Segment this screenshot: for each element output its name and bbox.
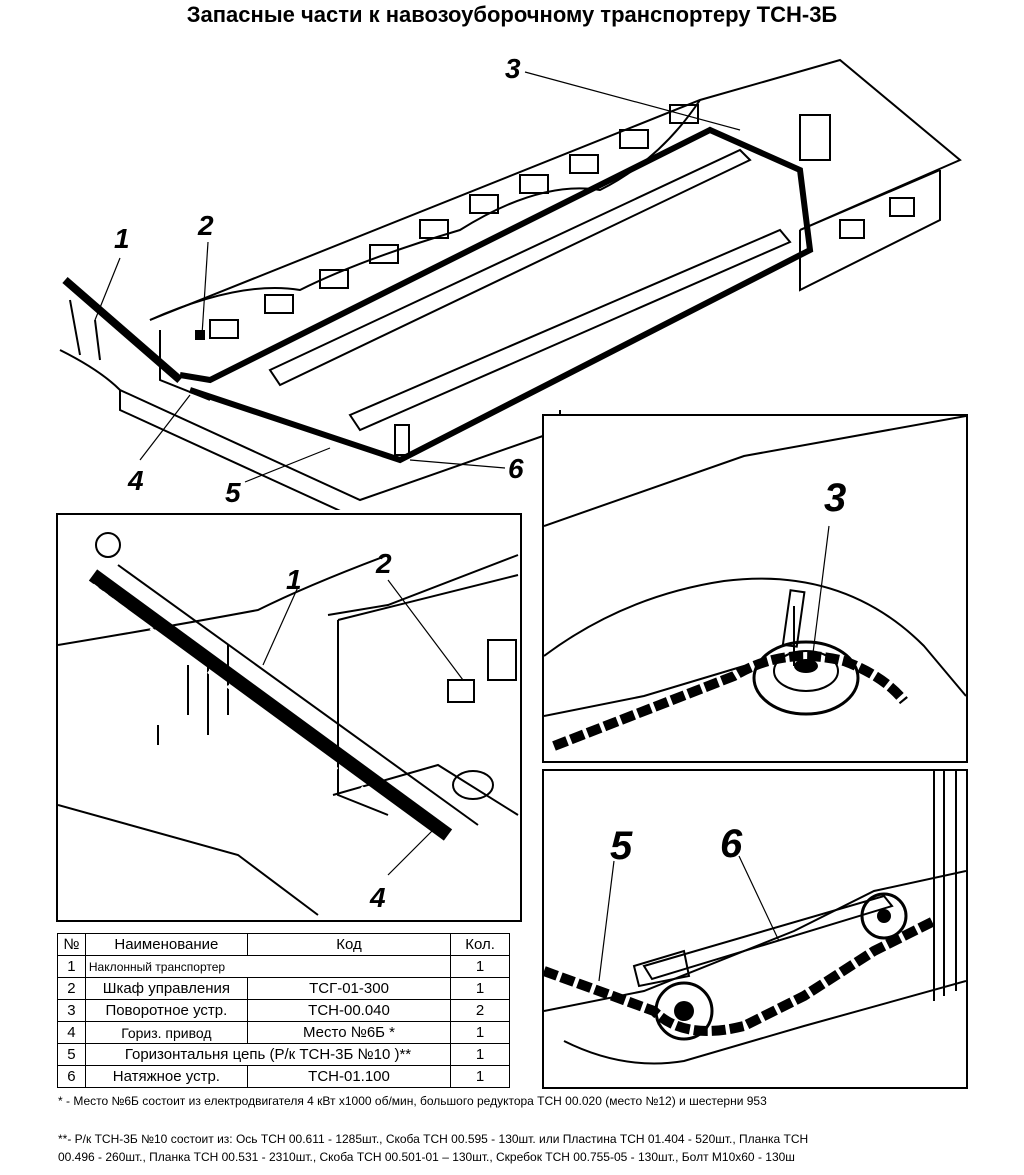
- row-qty: 1: [450, 1021, 510, 1044]
- detail-panel-inclined-conveyor: 1 2 4: [56, 513, 522, 922]
- row-number: 3: [57, 999, 86, 1022]
- callout-5: 5: [225, 477, 241, 508]
- detail-panel-tensioner: 5 6: [542, 769, 968, 1089]
- row-number: 5: [57, 1043, 86, 1066]
- table-row: 4 Гориз. привод Место №6Б * 1: [57, 1021, 510, 1044]
- table-header-row: № Наименование Код Кол.: [57, 933, 510, 956]
- detail-callout-1: 1: [286, 564, 302, 595]
- row-number: 1: [57, 955, 86, 978]
- callout-3: 3: [505, 53, 521, 84]
- footnote-double-star-line1: **- Р/к ТСН-3Б №10 состоит из: Ось ТСН 0…: [58, 1132, 809, 1146]
- tensioner-drawing: 5 6: [544, 771, 966, 1065]
- row-code: ТСН-00.040: [246, 999, 452, 1022]
- footnote-star: * - Место №6Б состоит из електродвигател…: [58, 1094, 767, 1108]
- footnote-double-star-line2: 00.496 - 260шт., Планка ТСН 00.531 - 231…: [58, 1150, 795, 1164]
- table-row: 1 Наклонный транспортер 1: [57, 955, 510, 978]
- row-number: 2: [57, 977, 86, 1000]
- callout-2: 2: [197, 210, 214, 241]
- header-number: №: [57, 933, 86, 956]
- row-qty: 1: [450, 977, 510, 1000]
- detail-panel-turning-device: 3: [542, 414, 968, 763]
- row-name: Наклонный транспортер: [84, 955, 452, 978]
- detail-callout-6: 6: [720, 822, 743, 866]
- detail-callout-2: 2: [375, 548, 392, 579]
- barn-overview-illustration: 1 2 3 4 5 6: [59, 53, 962, 510]
- row-code: ТСГ-01-300: [246, 977, 452, 1000]
- table-row: 2 Шкаф управления ТСГ-01-300 1: [57, 977, 510, 1000]
- row-qty: 1: [450, 955, 510, 978]
- row-qty: 1: [450, 1065, 510, 1088]
- table-row: 5 Горизонтальня цепь (Р/к ТСН-3Б №10 )**…: [57, 1043, 510, 1066]
- turning-device-drawing: 3: [544, 416, 966, 751]
- page-title: Запасные части к навозоуборочному трансп…: [186, 2, 838, 27]
- callout-6: 6: [508, 453, 524, 484]
- detail-callout-3: 3: [824, 476, 846, 520]
- row-name: Гориз. привод: [84, 1021, 248, 1044]
- row-qty: 2: [450, 999, 510, 1022]
- row-name: Натяжное устр.: [84, 1065, 248, 1088]
- row-code: ТСН-01.100: [246, 1065, 452, 1088]
- detail-callout-4: 4: [369, 882, 386, 913]
- callout-4: 4: [127, 465, 144, 496]
- row-code: Место №6Б *: [246, 1021, 452, 1044]
- inclined-conveyor-drawing: 1 2 4: [58, 532, 519, 916]
- callout-1: 1: [114, 223, 130, 254]
- table-row: 6 Натяжное устр. ТСН-01.100 1: [57, 1065, 510, 1088]
- header-code: Код: [246, 933, 452, 956]
- row-name: Поворотное устр.: [84, 999, 248, 1022]
- row-name: Шкаф управления: [84, 977, 248, 1000]
- row-number: 4: [57, 1021, 86, 1044]
- header-qty: Кол.: [450, 933, 510, 956]
- row-qty: 1: [450, 1043, 510, 1066]
- header-name: Наименование: [84, 933, 248, 956]
- row-name: Горизонтальня цепь (Р/к ТСН-3Б №10 )**: [84, 1043, 452, 1066]
- detail-callout-5: 5: [610, 824, 633, 868]
- parts-table: № Наименование Код Кол. 1 Наклонный тран…: [57, 933, 510, 1088]
- row-number: 6: [57, 1065, 86, 1088]
- table-row: 3 Поворотное устр. ТСН-00.040 2: [57, 999, 510, 1022]
